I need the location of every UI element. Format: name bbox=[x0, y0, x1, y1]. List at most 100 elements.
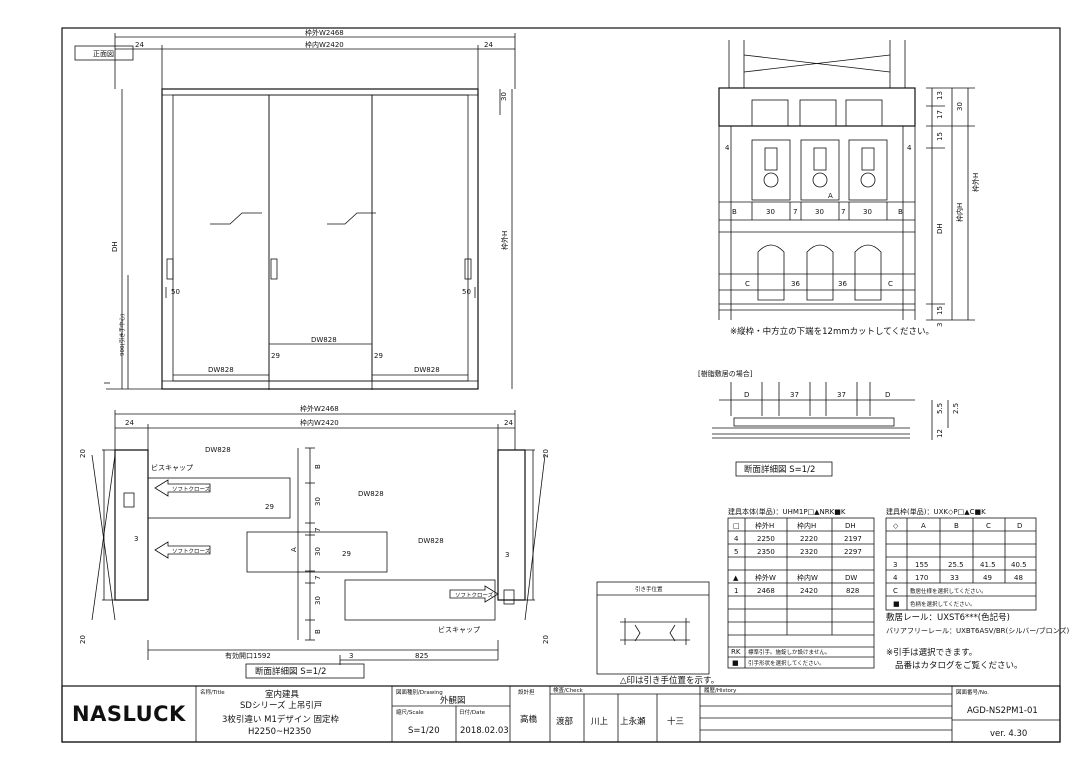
plan-soft-close-1: ソフトクローズ bbox=[172, 485, 211, 493]
front-frame bbox=[161, 88, 479, 390]
door-note-rk: 標準引手。施錠しか設けません。 bbox=[748, 648, 830, 656]
plan-rail-dim-1: 30 bbox=[314, 497, 322, 506]
door-h2-1: 枠外W bbox=[755, 573, 776, 582]
plan-overlap-b: 29 bbox=[342, 550, 351, 558]
section-row-c-2: 36 bbox=[838, 280, 847, 288]
pull-box-note: △印は引き手位置を示す。 bbox=[620, 675, 719, 686]
section-row-b-0: B bbox=[732, 208, 737, 216]
front-pull-left bbox=[166, 258, 174, 280]
frame-row-c: 敷居仕様を選択してください。 bbox=[910, 587, 987, 595]
plan-panel-bottom bbox=[344, 579, 496, 621]
section-row-b-4: 7 bbox=[841, 208, 845, 216]
door-r2-1: 2350 bbox=[757, 548, 775, 556]
plan-panel-top bbox=[147, 477, 291, 519]
title-block-text: NASLUCK 名称/Title 室内建具 SDシリーズ 上吊引戸 3枚引違い … bbox=[72, 686, 1038, 739]
section-top-dim-1: 17 bbox=[936, 110, 944, 119]
check-name-4: 十三 bbox=[667, 716, 684, 727]
resin-dim-55: 5.5 bbox=[936, 403, 944, 414]
designer-value: 高橋 bbox=[520, 714, 538, 725]
panel-bottom-left bbox=[757, 244, 785, 301]
frame-r2-0: 4 bbox=[893, 574, 898, 582]
front-view-title-box bbox=[74, 45, 134, 61]
plan-rail-dim-6: B bbox=[314, 629, 322, 634]
plan-rail-dim-4: 7 bbox=[314, 576, 322, 580]
frame-r1-0: 3 bbox=[893, 561, 897, 569]
door-h1-0: □ bbox=[733, 522, 740, 530]
frame-rail-2: バリアフリーレール：UXBT6ASV/BR(シルバー/ブロンズ) bbox=[886, 626, 1069, 635]
frame-h-3: C bbox=[986, 522, 991, 530]
frame-r2-1: 170 bbox=[915, 574, 928, 582]
door-r1-0: 4 bbox=[734, 535, 739, 543]
plan-screw-cap-right bbox=[503, 589, 515, 605]
frame-r1-3: 41.5 bbox=[980, 561, 996, 569]
front-pull-height: 900(引き手中心) bbox=[118, 314, 126, 356]
plan-margin-right: 24 bbox=[504, 419, 513, 427]
plan-right-depth-bottom: 20 bbox=[542, 635, 550, 644]
plan-caption: 断面詳細図 S=1/2 bbox=[255, 666, 326, 677]
frame-h-2: B bbox=[954, 522, 959, 530]
pull-box-text: 引き手位置 △印は引き手位置を示す。 bbox=[620, 585, 719, 686]
plan-effective-opening: 有効開口1592 bbox=[225, 651, 271, 660]
door-note-sq: 引手形状を選択してください。 bbox=[748, 659, 825, 667]
date-label: 日付/Date bbox=[459, 708, 486, 716]
front-pull-offset-left: 50 bbox=[171, 288, 180, 296]
plan-rail-dim-5: 30 bbox=[314, 596, 322, 605]
door-panel-left bbox=[172, 94, 270, 382]
plan-overlap-a: 29 bbox=[265, 503, 274, 511]
section-row-b-6: B bbox=[898, 208, 903, 216]
front-frame-h-label: 枠外H bbox=[500, 231, 509, 250]
frame-h-1: A bbox=[921, 522, 926, 530]
section-bottom-15: 15 bbox=[936, 306, 944, 315]
section-label-a: A bbox=[828, 192, 833, 200]
history-label: 履歴/History bbox=[704, 687, 737, 694]
door-r2-0: 5 bbox=[734, 548, 738, 556]
door-r2-3: 2297 bbox=[844, 548, 862, 556]
section-dh-label: DH bbox=[936, 223, 944, 234]
panel-bottom-center bbox=[806, 244, 834, 301]
section-header-rail bbox=[718, 87, 916, 127]
section-side-4-right: 4 bbox=[907, 144, 912, 152]
section-side-4-left: 4 bbox=[725, 144, 730, 152]
door-r1-1: 2250 bbox=[757, 535, 775, 543]
number-label: 図面番号/No. bbox=[956, 689, 989, 696]
resin-dim-12: 12 bbox=[936, 429, 944, 438]
plan-screw-cap-top: ビスキャップ bbox=[151, 463, 193, 472]
check-name-2: 川上 bbox=[591, 717, 609, 727]
section-bottom-3: 3 bbox=[936, 323, 944, 327]
frame-r1-1: 155 bbox=[915, 561, 928, 569]
plan-panel-middle bbox=[246, 531, 388, 573]
door-r3-3: 828 bbox=[846, 587, 859, 595]
frame-row-c-key: C bbox=[893, 587, 898, 595]
hanger-left bbox=[751, 139, 791, 201]
resin-row-2: 37 bbox=[837, 391, 846, 399]
plan-margin-left: 24 bbox=[125, 419, 134, 427]
section-top-dim-0: 13 bbox=[936, 91, 944, 100]
frame-table-title: 建具枠(単品)：UXK◇P□▲C■K bbox=[886, 507, 986, 516]
title-line-4: H2250~H2350 bbox=[248, 727, 311, 737]
resin-dim-25: 2.5 bbox=[952, 403, 960, 414]
pull-box-title: 引き手位置 bbox=[635, 585, 663, 593]
front-dw-right: DW828 bbox=[414, 366, 440, 374]
frame-r2-4: 48 bbox=[1014, 574, 1023, 582]
door-r2-2: 2320 bbox=[800, 548, 818, 556]
title-line-3: 3枚引違い M1デザイン 固定枠 bbox=[222, 714, 340, 725]
section-frame-inner-h: 枠内H bbox=[955, 203, 964, 222]
section-view-text: 4 4 13 17 15 30 B 30 7 30 7 30 B A C 36 … bbox=[725, 91, 980, 337]
front-view-title: 正面図 bbox=[93, 50, 114, 58]
plan-caption-box bbox=[245, 663, 365, 679]
plan-jamb-right bbox=[497, 449, 526, 601]
plan-left-depth-top: 20 bbox=[79, 449, 87, 458]
plan-screw-cap-left bbox=[123, 492, 135, 508]
drawing-label: 図面種別/Drawing bbox=[396, 688, 443, 696]
door-panel-right bbox=[371, 94, 469, 382]
frame-r1-4: 40.5 bbox=[1011, 561, 1027, 569]
door-h2-2: 枠内W bbox=[797, 573, 818, 582]
panel-bottom-right bbox=[854, 244, 882, 301]
resin-row-3: D bbox=[885, 391, 890, 399]
plan-dw-mid: DW828 bbox=[358, 490, 384, 498]
section-row-b-5: 30 bbox=[863, 208, 872, 216]
door-note-sq-key: ■ bbox=[732, 659, 739, 667]
plan-bottom-width: 825 bbox=[415, 652, 428, 660]
frame-row-sq-key: ■ bbox=[893, 600, 900, 608]
